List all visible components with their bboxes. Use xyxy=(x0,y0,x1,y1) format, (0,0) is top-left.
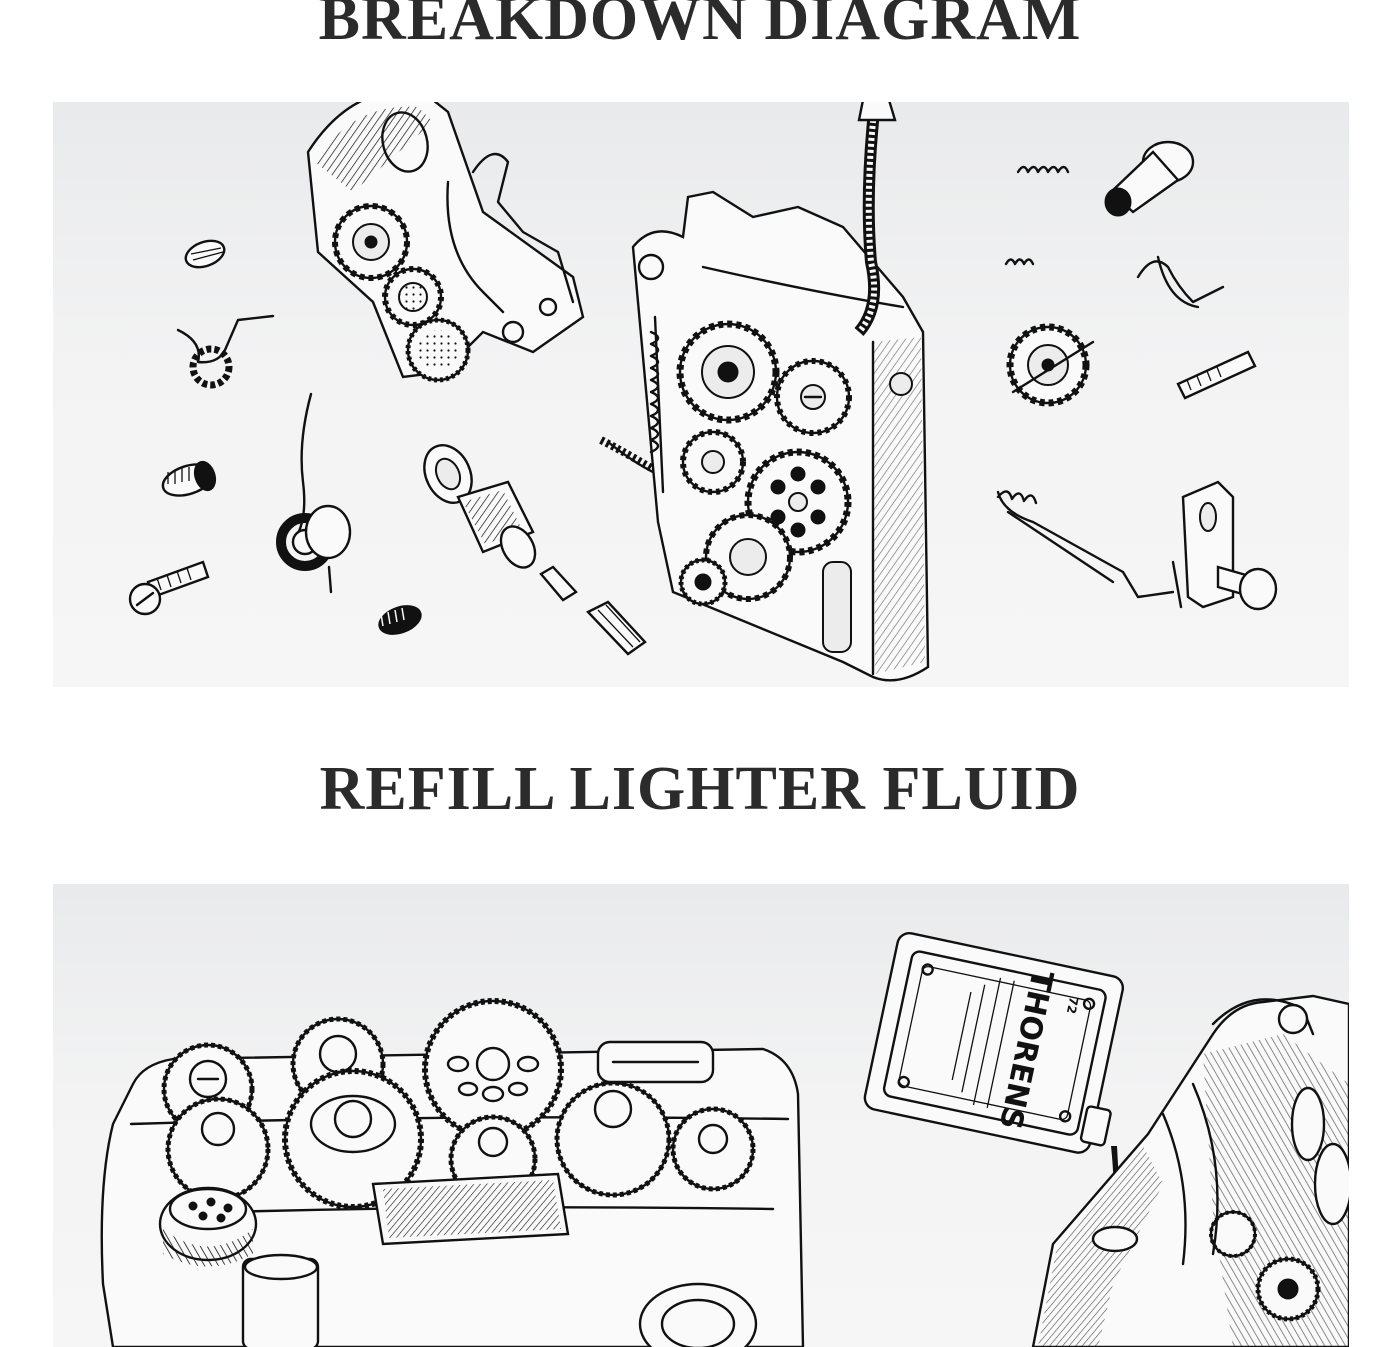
body-gear-bottom-left xyxy=(678,557,728,607)
spring-small-top xyxy=(1016,165,1070,174)
rivet-pin xyxy=(1176,350,1257,400)
lid-hinge-assembly xyxy=(306,102,585,383)
torsion-spring xyxy=(176,314,275,389)
screw-small-top xyxy=(184,239,226,269)
body-cylinder-gears xyxy=(1209,1086,1349,1322)
refill-gear-5 xyxy=(165,1096,271,1202)
striker-lever-arm xyxy=(996,490,1183,609)
lighter-fluid-can: THORENS 72 xyxy=(863,931,1125,1154)
chimney-ring-fitting xyxy=(423,444,537,569)
coil-spring-wheel xyxy=(276,392,352,594)
breakdown-diagram-title: BREAKDOWN DIAGRAM xyxy=(318,0,1082,53)
cap-nut xyxy=(1104,140,1195,217)
exploded-parts-drawing xyxy=(128,102,1278,682)
leaf-spring-clip xyxy=(1136,255,1225,309)
breakdown-diagram-illustration xyxy=(53,102,1349,687)
lid-gear-1 xyxy=(332,203,410,281)
spring-small-mid xyxy=(1004,258,1035,266)
body-gear-large xyxy=(676,320,780,424)
grub-screw xyxy=(378,605,422,635)
slotted-screw-long xyxy=(128,560,210,616)
refill-gear-8 xyxy=(670,1106,756,1192)
hinge-plate-knob xyxy=(1181,480,1278,611)
flint-wheel-assembly xyxy=(1006,323,1095,407)
lid-gear-2 xyxy=(382,266,444,328)
body-gear-top-right xyxy=(774,358,852,436)
refill-drawing: THORENS 72 xyxy=(100,931,1349,1347)
body-gear-middle xyxy=(680,429,746,495)
flint-wheel xyxy=(405,317,471,383)
lighter-body-upright xyxy=(1031,994,1349,1347)
screw-medium xyxy=(161,460,217,497)
refill-gear-4-large xyxy=(282,1068,424,1210)
refill-gear-7 xyxy=(554,1080,672,1198)
flint-cylinders xyxy=(539,565,647,656)
left-loose-parts xyxy=(128,239,647,656)
refill-lighter-fluid-title: REFILL LIGHTER FLUID xyxy=(319,755,1081,823)
lighter-insert-top-view xyxy=(100,998,805,1347)
lighter-insert-body xyxy=(599,102,930,682)
fluid-can-number: 72 xyxy=(1064,996,1081,1015)
refill-lighter-fluid-illustration: THORENS 72 xyxy=(53,884,1349,1347)
right-loose-parts xyxy=(996,140,1278,611)
